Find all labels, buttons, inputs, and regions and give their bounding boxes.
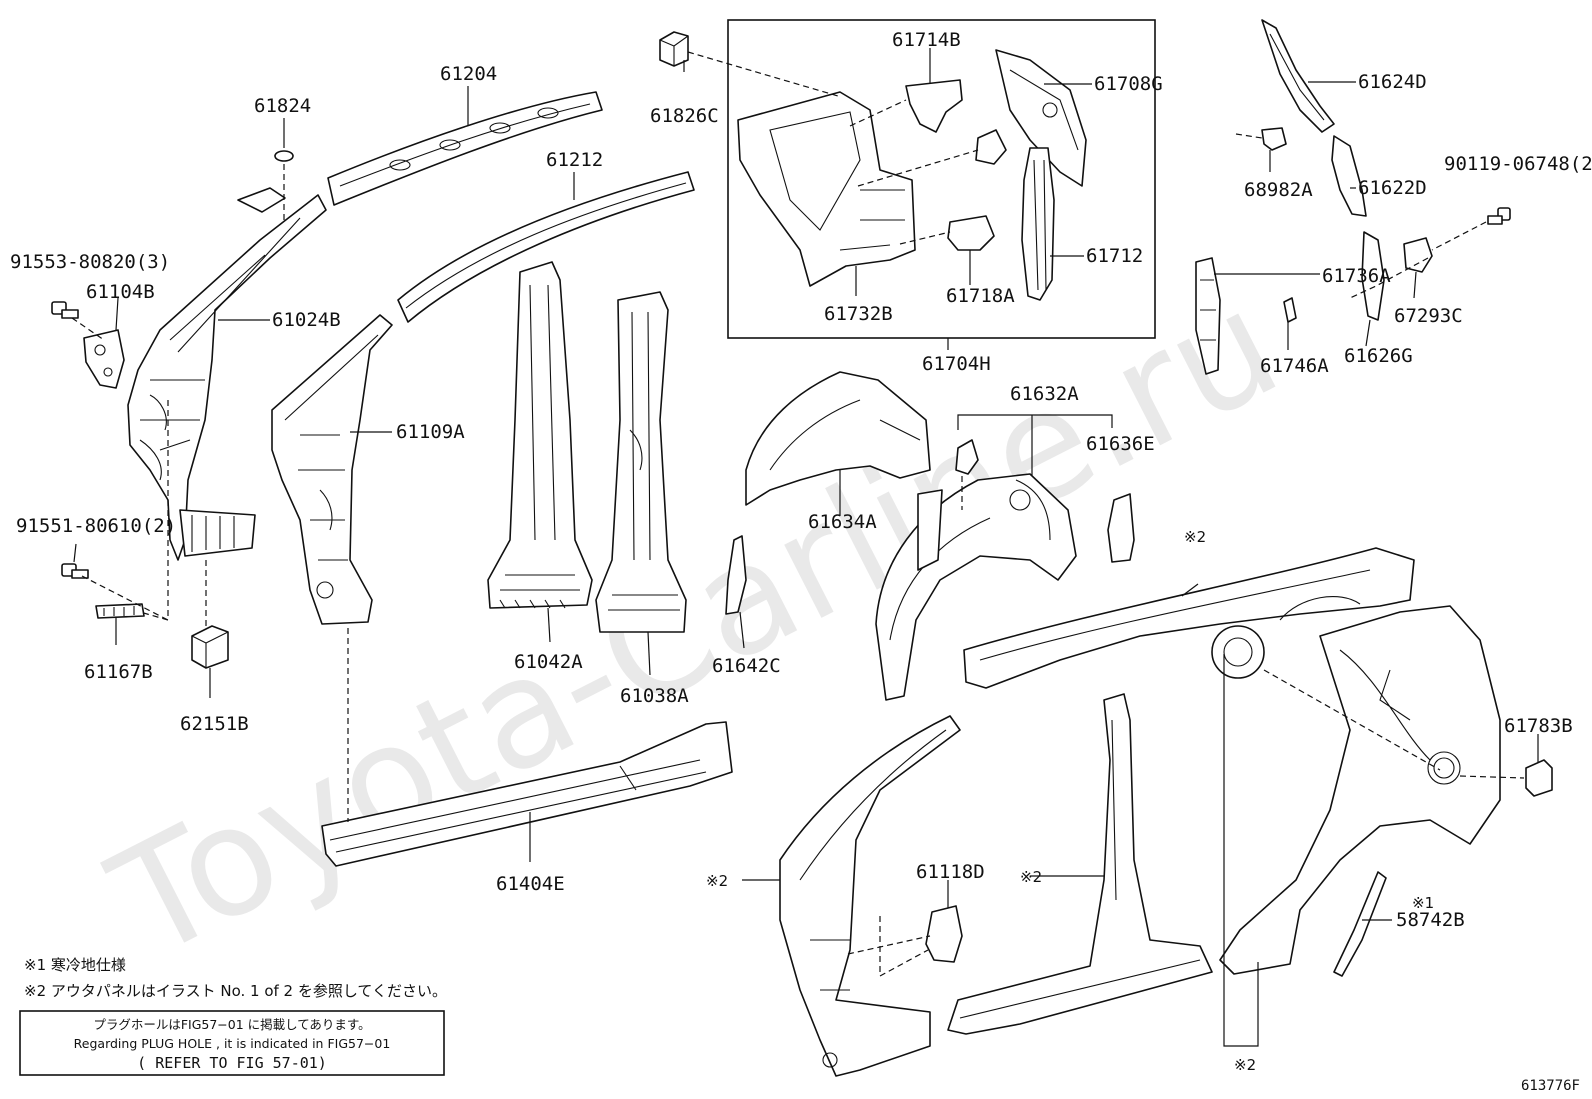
- label-62151B: 62151B: [180, 713, 249, 735]
- part-91553-bolt[interactable]: [51, 301, 79, 319]
- label-61109A: 61109A: [396, 421, 465, 443]
- part-quarter-panel-outer[interactable]: [1219, 605, 1501, 975]
- label-61746A: 61746A: [1260, 355, 1329, 377]
- label-61636E: 61636E: [1086, 433, 1155, 455]
- label-61718A: 61718A: [946, 285, 1015, 307]
- label-91553-80820: 91553-80820(3): [10, 251, 170, 273]
- part-61826C-block[interactable]: [659, 31, 689, 67]
- label-61622D: 61622D: [1358, 177, 1427, 199]
- part-90119-bolt[interactable]: [1487, 207, 1511, 225]
- label-61404E: 61404E: [496, 873, 565, 895]
- label-61626G: 61626G: [1344, 345, 1413, 367]
- label-61204: 61204: [440, 63, 497, 85]
- reference-marks: ※2 ※2 ※2 ※2 ※1: [706, 528, 1434, 1074]
- label-61712: 61712: [1086, 245, 1143, 267]
- label-61038A: 61038A: [620, 685, 689, 707]
- label-61024B: 61024B: [272, 309, 341, 331]
- part-61038A-center-pillar[interactable]: [595, 291, 687, 633]
- part-61732B-quarter-panel-inner[interactable]: [737, 91, 916, 287]
- part-center-pillar-outer[interactable]: [947, 693, 1213, 1035]
- part-labels: 61824 61204 61212 61826C 61714B 61708G 6…: [10, 29, 1592, 931]
- part-61708G-reinforcement[interactable]: [995, 49, 1087, 187]
- note-2: ※2 アウタパネルはイラスト No. 1 of 2 を参照してください。: [24, 982, 447, 1000]
- part-61204-roof-rail-inner[interactable]: [327, 91, 603, 206]
- part-61824-plug[interactable]: [274, 150, 294, 162]
- plug-hole-reference-box: プラグホールはFIG57−01 に掲載してあります。 Regarding PLU…: [19, 1010, 445, 1076]
- label-61118D: 61118D: [916, 861, 985, 883]
- label-61212: 61212: [546, 149, 603, 171]
- label-61732B: 61732B: [824, 303, 893, 325]
- part-61634A-wheel-house-inner[interactable]: [745, 371, 931, 506]
- label-61826C: 61826C: [650, 105, 719, 127]
- label-61783B: 61783B: [1504, 715, 1573, 737]
- part-61636E-bracket[interactable]: [1107, 493, 1135, 563]
- label-58742B: 58742B: [1396, 909, 1465, 931]
- plug-box-line-2: Regarding PLUG HOLE , it is indicated in…: [74, 1036, 391, 1051]
- label-61704H: 61704H: [922, 353, 991, 375]
- part-61624D-pillar-reinf[interactable]: [1261, 19, 1335, 133]
- part-61732-gusset[interactable]: [975, 129, 1007, 165]
- part-61712-brace[interactable]: [1021, 147, 1055, 301]
- plug-box-refer: ( REFER TO FIG 57-01): [137, 1054, 327, 1072]
- part-front-pillar-outer[interactable]: [779, 715, 961, 1077]
- label-61642C: 61642C: [712, 655, 781, 677]
- part-61404E-rocker[interactable]: [321, 721, 733, 867]
- part-91551-bolt[interactable]: [61, 563, 89, 579]
- part-61104B-bracket[interactable]: [83, 329, 125, 389]
- label-61104B: 61104B: [86, 281, 155, 303]
- part-fuel-filler-housing[interactable]: [1211, 625, 1265, 679]
- part-61212-roof-rail-outer[interactable]: [397, 171, 695, 323]
- figure-id: 613776F: [1521, 1078, 1580, 1094]
- label-91551-80610: 91551-80610(2): [16, 515, 176, 537]
- part-61632A-bracket[interactable]: [955, 439, 979, 475]
- part-61024B-front-pillar[interactable]: [127, 187, 327, 561]
- note-1: ※1 寒冷地仕様: [24, 956, 126, 974]
- part-61736A-bracket[interactable]: [1195, 257, 1221, 375]
- label-61824: 61824: [254, 95, 311, 117]
- plug-box-line-1: プラグホールはFIG57−01 に掲載してあります。: [93, 1017, 370, 1032]
- label-61708G: 61708G: [1094, 73, 1163, 95]
- part-61626G-bracket[interactable]: [1361, 231, 1385, 321]
- label-61736A: 61736A: [1322, 265, 1391, 287]
- mark-2-center-pillar: ※2: [1020, 868, 1042, 886]
- mark-1: ※1: [1412, 894, 1434, 912]
- part-67293C-block[interactable]: [1403, 237, 1433, 273]
- part-61783B-block[interactable]: [1525, 759, 1553, 797]
- part-61109A-pillar-inner[interactable]: [271, 314, 393, 625]
- part-61746A-seal[interactable]: [1283, 297, 1297, 323]
- part-61118D-bracket[interactable]: [925, 905, 963, 963]
- part-58742B-seal[interactable]: [1333, 871, 1387, 977]
- part-roof-side-outer[interactable]: [963, 547, 1415, 689]
- label-67293C: 67293C: [1394, 305, 1463, 327]
- part-68982A-bracket[interactable]: [1261, 127, 1287, 151]
- part-62151B-block[interactable]: [191, 625, 229, 669]
- label-61634A: 61634A: [808, 511, 877, 533]
- part-61042A-center-pillar-reinf[interactable]: [487, 261, 593, 609]
- dashed-lines: [71, 51, 1525, 978]
- leader-lines: [73, 48, 1539, 1047]
- label-61042A: 61042A: [514, 651, 583, 673]
- assembly-box-61704H: [727, 19, 1156, 339]
- part-61167B-clip[interactable]: [95, 603, 145, 619]
- label-61632A: 61632A: [1010, 383, 1079, 405]
- label-90119-06748: 90119-06748(2): [1444, 153, 1592, 175]
- mark-2-quarter: ※2: [1234, 1056, 1256, 1074]
- part-61642C-seal[interactable]: [725, 535, 747, 615]
- label-68982A: 68982A: [1244, 179, 1313, 201]
- label-61167B: 61167B: [84, 661, 153, 683]
- mark-2-front-pillar: ※2: [706, 872, 728, 890]
- part-61718A-bracket[interactable]: [947, 215, 995, 251]
- part-61622D-bracket[interactable]: [1331, 135, 1367, 217]
- part-61632A-wheel-house-outer[interactable]: [875, 473, 1077, 701]
- label-61714B: 61714B: [892, 29, 961, 51]
- mark-2-roof: ※2: [1184, 528, 1206, 546]
- label-61624D: 61624D: [1358, 71, 1427, 93]
- part-61714B-bracket[interactable]: [905, 79, 963, 133]
